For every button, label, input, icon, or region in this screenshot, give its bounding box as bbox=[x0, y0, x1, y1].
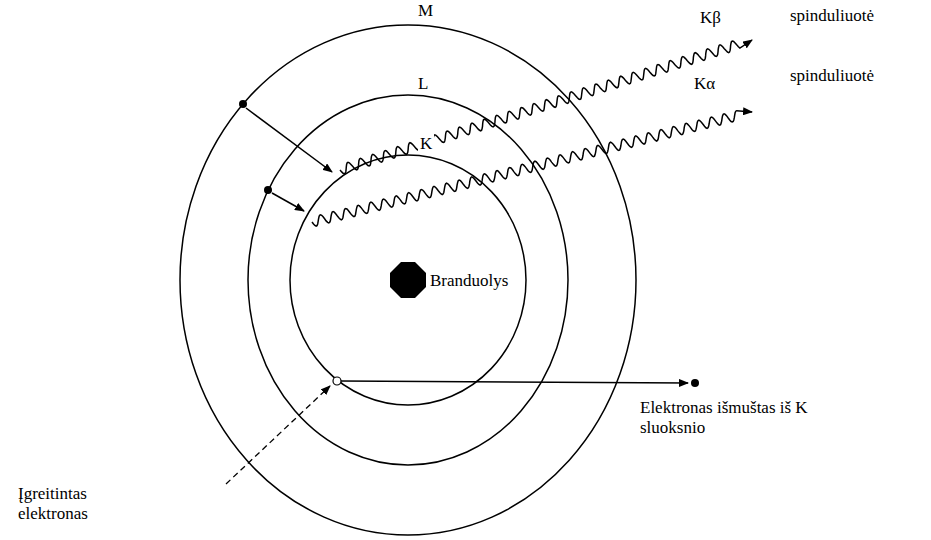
radiation-label: spinduliuotė bbox=[790, 6, 874, 26]
shell-label: K bbox=[418, 134, 434, 154]
radiation-label: spinduliuotė bbox=[790, 66, 874, 86]
nucleus-label: Branduolys bbox=[430, 271, 508, 291]
l-electron bbox=[264, 186, 272, 194]
incident-electron-label: Įgreitintas elektronas bbox=[18, 484, 130, 524]
transition-arrow bbox=[246, 108, 332, 172]
ejected-electron bbox=[691, 379, 699, 387]
nucleus bbox=[390, 262, 426, 298]
transition-arrow bbox=[272, 193, 304, 211]
m-shell bbox=[180, 25, 636, 535]
shell-label: L bbox=[418, 74, 428, 94]
incident-electron-path bbox=[226, 386, 330, 484]
radiation-symbol: Kα bbox=[694, 74, 715, 94]
m-electron bbox=[239, 100, 247, 108]
kalpha-wave bbox=[312, 111, 752, 226]
ejected-electron-label: Elektronas išmuštas iš K sluoksnio bbox=[640, 398, 810, 438]
ejection-arrow bbox=[341, 381, 688, 383]
shell-label: M bbox=[418, 1, 433, 21]
vacancy bbox=[333, 377, 341, 385]
kbeta-wave bbox=[340, 40, 752, 174]
radiation-symbol: Kβ bbox=[700, 8, 721, 28]
